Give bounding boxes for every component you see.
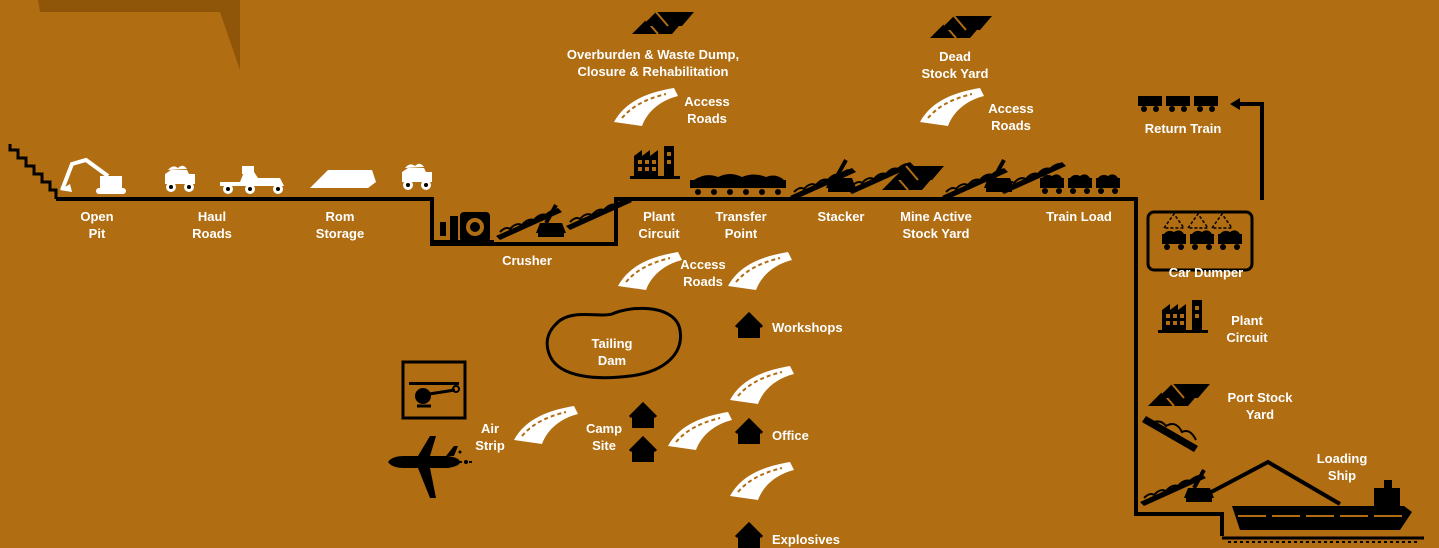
factory-icon (1158, 300, 1208, 333)
conveyor-icon (690, 174, 786, 195)
excavator-icon (60, 157, 126, 194)
road-icon (729, 365, 795, 405)
label-train-load: Train Load (1046, 209, 1112, 224)
road-icon (613, 87, 679, 127)
label-haul-roads: Haul Roads (192, 209, 232, 241)
house-icon (628, 402, 658, 430)
label-plant-circuit-port: Plant Circuit (1226, 313, 1268, 345)
stacker-icon (1182, 468, 1216, 504)
label-rom-storage: Rom Storage (315, 209, 365, 241)
label-open-pit: Open Pit (80, 209, 114, 241)
arrow-icon (1230, 98, 1240, 110)
label-loading-ship: Loading Ship (1316, 451, 1368, 483)
label-transfer-point: Transfer Point (715, 209, 767, 241)
label-office: Office (772, 428, 809, 443)
label-access-roads-middle: Access Roads (680, 257, 726, 289)
label-explosives: Explosives (772, 532, 840, 547)
stockpile-icon (631, 11, 695, 35)
label-tailing-dam: Tailing Dam (591, 336, 633, 368)
haul-truck-icon (165, 165, 195, 192)
house-icon (734, 522, 764, 548)
road-icon (727, 251, 793, 291)
return-train-line (1234, 102, 1264, 200)
car-dumper-icon (1146, 210, 1254, 272)
conveyor-icon (565, 197, 633, 231)
label-car-dumper: Car Dumper (1168, 265, 1244, 280)
stairs-icon (8, 144, 58, 199)
crusher-icon (434, 212, 494, 244)
ship-icon (1199, 459, 1424, 543)
label-return-train: Return Train (1144, 121, 1222, 136)
train-icon (1040, 174, 1120, 194)
label-stacker: Stacker (817, 209, 865, 224)
road-icon (919, 87, 985, 127)
airplane-icon (388, 436, 472, 498)
label-crusher: Crusher (502, 253, 552, 268)
stockpile-icon (1147, 383, 1211, 407)
label-access-roads-top: Access Roads (684, 94, 730, 126)
label-camp-site: Camp Site (585, 421, 623, 453)
label-air-strip: Air Strip (475, 421, 505, 453)
label-access-roads-dead-stock: Access Roads (988, 101, 1034, 133)
house-icon (734, 418, 764, 446)
stockpile-icon (929, 15, 993, 39)
label-mine-active-stock-yard: Mine Active Stock Yard (900, 209, 972, 241)
road-icon (729, 461, 795, 501)
label-workshops: Workshops (772, 320, 843, 335)
road-icon (617, 251, 683, 291)
road-icon (667, 411, 733, 451)
train-icon (1138, 96, 1218, 112)
house-icon (734, 312, 764, 340)
label-dead-stock-yard: Dead Stock Yard (921, 49, 989, 81)
factory-icon (630, 146, 680, 179)
label-plant-circuit: Plant Circuit (638, 209, 680, 241)
conveyor-icon (1142, 416, 1198, 452)
tailing-dam-icon (545, 306, 682, 380)
process-flow-line (56, 197, 1224, 536)
label-port-stock-yard: Port Stock Yard (1227, 390, 1293, 422)
stockpile-icon (310, 170, 376, 188)
helicopter-icon (401, 360, 467, 420)
house-icon (628, 436, 658, 464)
road-icon (513, 405, 579, 445)
label-overburden: Overburden & Waste Dump, Closure & Rehab… (566, 47, 740, 79)
grader-icon (220, 166, 284, 194)
dump-truck-icon (402, 163, 432, 190)
callout-bubble (38, 0, 240, 70)
